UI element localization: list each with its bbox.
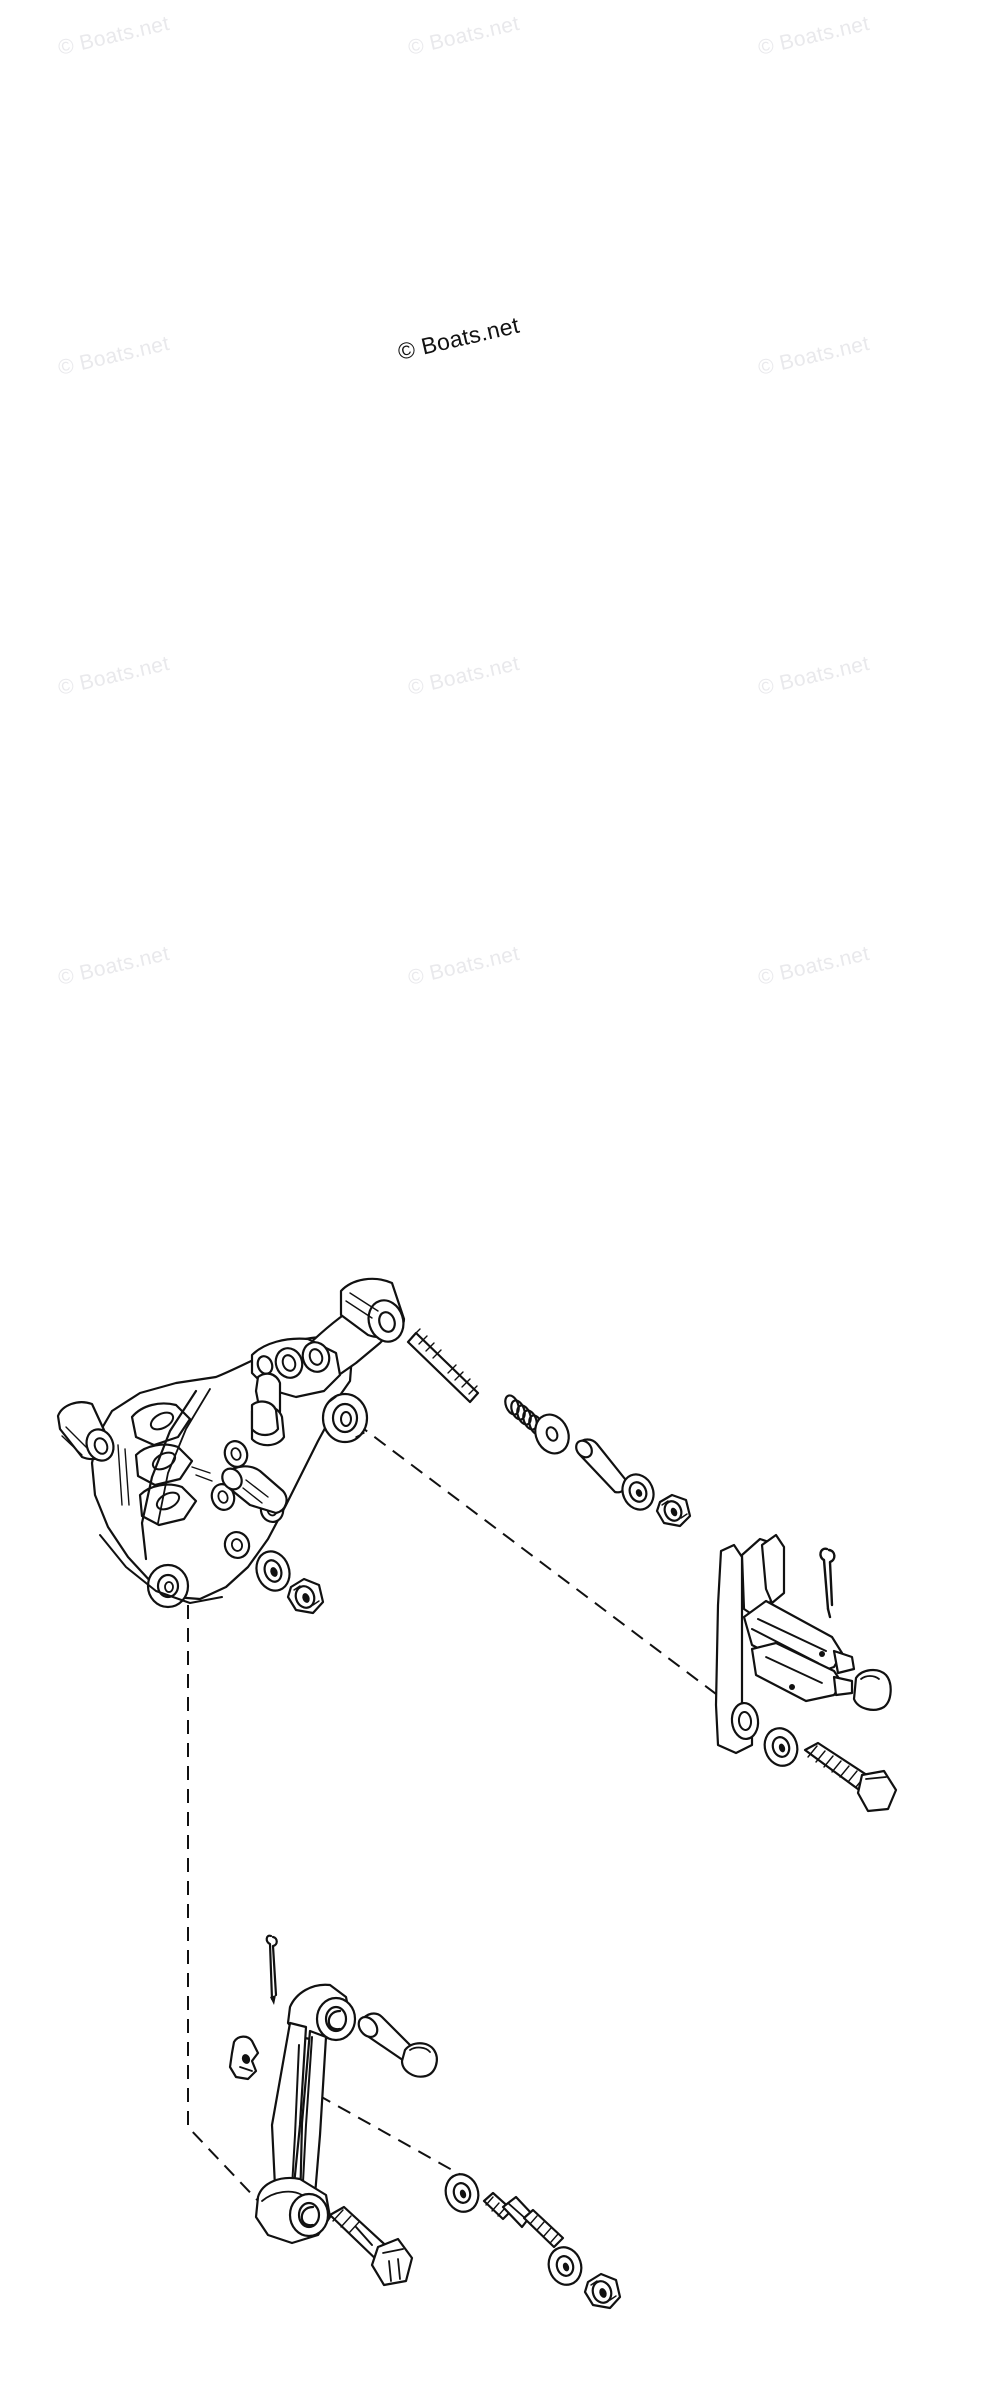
part-12-shoulder-stud — [482, 2191, 565, 2249]
artwork-layer — [56, 1277, 898, 2310]
part-10-flat-washer-link-lower — [547, 2246, 583, 2286]
part-6-cotter-pin — [819, 1547, 836, 1619]
part-13-grease-fitting — [228, 2035, 260, 2081]
part-4-cap — [852, 1668, 892, 1711]
part-9-pin — [575, 1438, 628, 1494]
part-3-latch-lever — [714, 1533, 856, 1755]
watermark-layer: © Boats.net © Boats.net © Boats.net © Boats… — [56, 12, 872, 990]
part-16-clevis-pin — [357, 2012, 438, 2078]
watermark-light: © Boats.net — [406, 942, 522, 990]
part-14-tilt-link-arm — [254, 1983, 357, 2245]
watermark-light: © Boats.net — [406, 12, 522, 60]
watermark-light: © Boats.net — [756, 652, 872, 700]
part-1-swivel-bracket — [90, 1277, 406, 1609]
watermark-light: © Boats.net — [756, 332, 872, 380]
assembly-line-bracket-to-link — [187, 1605, 263, 2206]
watermark-light: © Boats.net — [406, 652, 522, 700]
part-11-locknut-upper — [655, 1493, 692, 1528]
part-15-shoulder-bolt — [328, 2205, 414, 2287]
part-8-flat-washer-latch — [763, 1727, 799, 1767]
part-18-bushing — [56, 1401, 115, 1462]
assembly-line-bracket-to-latch — [355, 1422, 721, 1698]
watermark-light: © Boats.net — [56, 942, 172, 990]
part-2-stud — [406, 1328, 480, 1404]
watermark-light: © Boats.net — [56, 12, 172, 60]
watermark-light: © Boats.net — [56, 332, 172, 380]
diagram-canvas: © Boats.net © Boats.net © Boats.net © Boats… — [55, 11, 898, 2310]
watermark-light: © Boats.net — [56, 652, 172, 700]
part-11-locknut-link-lower — [583, 2272, 622, 2310]
bracket-center-stub — [250, 1400, 280, 1437]
part-10-flat-washer-link-upper — [444, 2173, 480, 2213]
part-20-locknut — [286, 1577, 325, 1615]
part-5-hex-bolt — [803, 1741, 898, 1813]
part-17-cotter-pin — [265, 1934, 278, 2005]
watermark-light: © Boats.net — [756, 942, 872, 990]
watermark-light-group: © Boats.net © Boats.net © Boats.net © Boats… — [56, 12, 872, 990]
watermark-dark: © Boats.net — [395, 312, 522, 365]
assembly-line-link-to-hardware — [317, 2094, 471, 2181]
watermark-dark-group: © Boats.net — [395, 312, 522, 365]
watermark-light: © Boats.net — [756, 12, 872, 60]
bracket-right-pivot-boss — [321, 1392, 369, 1444]
